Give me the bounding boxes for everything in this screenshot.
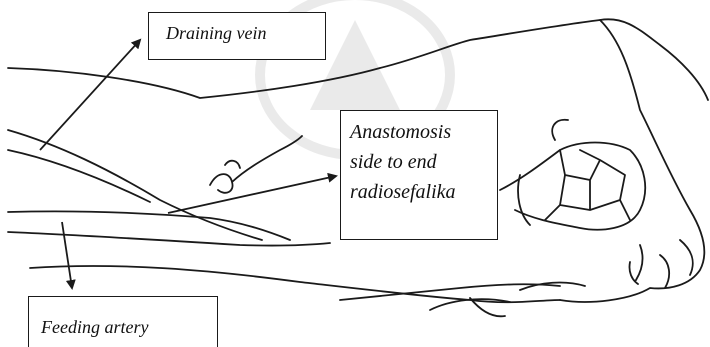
hand-outline (560, 20, 704, 302)
finger-vessels (629, 240, 692, 288)
forearm-upper-outline (8, 19, 708, 100)
radial-artery-line-2 (8, 232, 330, 246)
anastomosis-label: Anastomosis side to end radiosefalika (340, 110, 498, 240)
anastomosis-label-line-2: side to end (350, 147, 497, 177)
draining-vein-label: Draining vein (148, 12, 326, 60)
vessel-squiggle (210, 136, 302, 193)
cephalic-vein-upper (8, 130, 262, 240)
feeding-artery-arrow (62, 222, 72, 288)
hand-vessel-network (518, 120, 630, 225)
anastomosis-label-line-3: radiosefalika (350, 177, 497, 207)
anastomosis-arrow (168, 176, 336, 213)
draining-vein-arrow (40, 40, 140, 150)
feeding-artery-label: Feeding artery (28, 296, 218, 347)
anastomosis-label-line-1: Anastomosis (350, 117, 497, 147)
